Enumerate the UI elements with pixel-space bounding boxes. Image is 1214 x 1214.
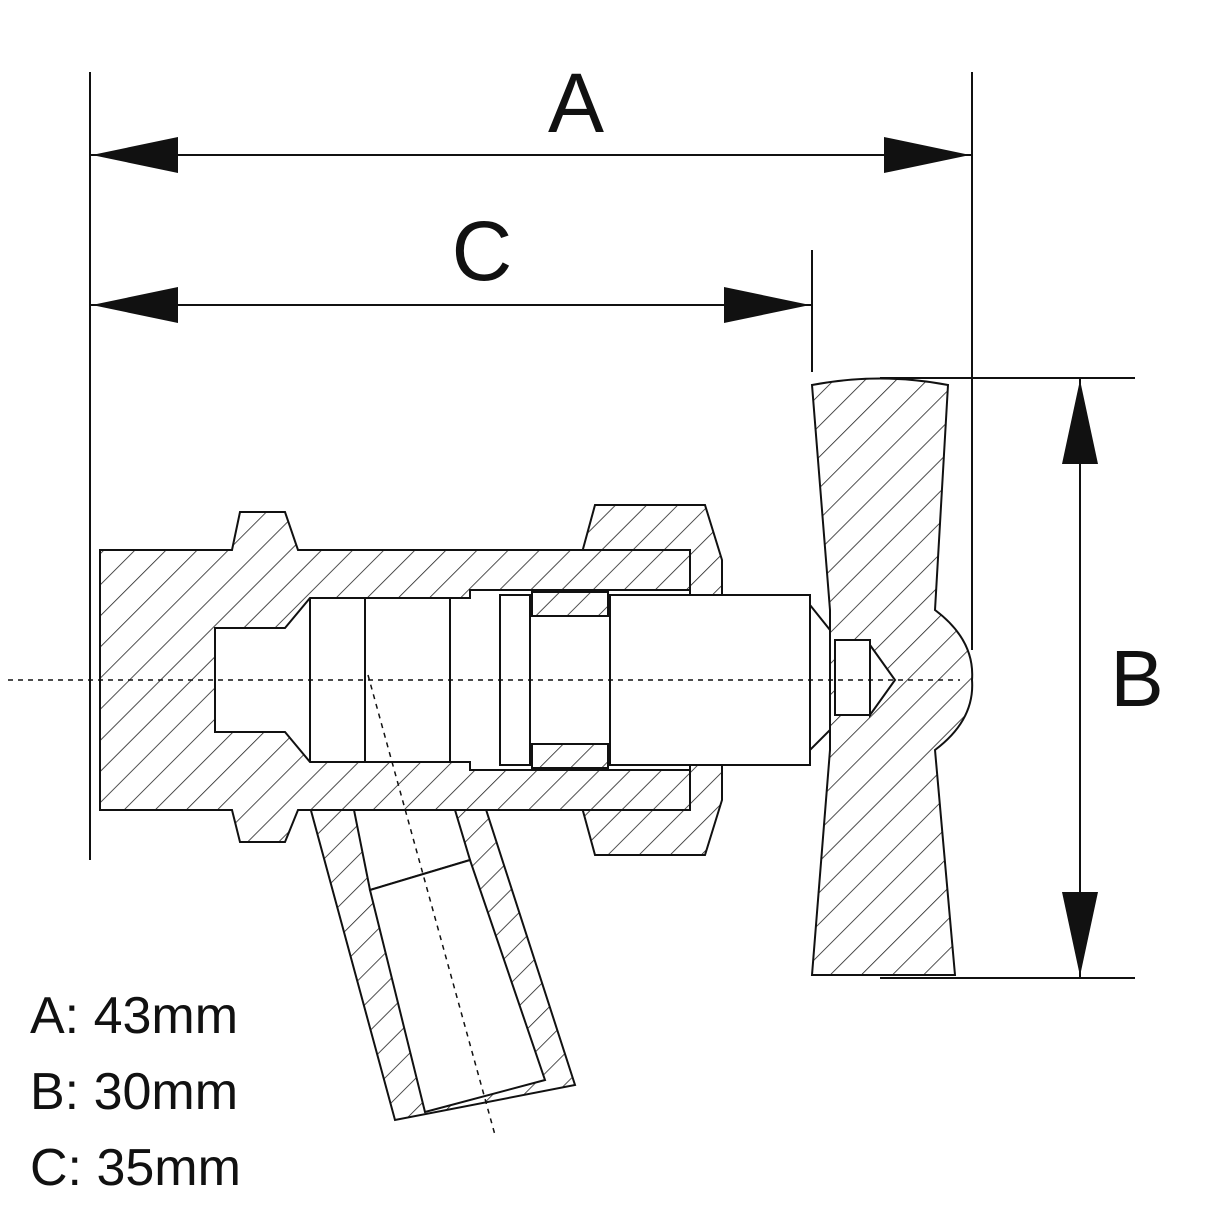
dimension-legend: A: 43mm B: 30mm C: 35mm — [30, 978, 241, 1206]
centerlines — [8, 674, 960, 1136]
dimension-b: B — [1062, 378, 1164, 978]
dimension-c: C — [90, 204, 812, 323]
o-ring-top — [531, 591, 609, 617]
legend-item-a: A: 43mm — [30, 987, 239, 1045]
stem — [499, 594, 811, 766]
dimension-a: A — [90, 56, 972, 173]
dimension-c-label: C — [452, 204, 513, 298]
handle-screw — [834, 639, 871, 716]
o-ring-bottom — [531, 743, 609, 769]
legend-item-b: B: 30mm — [30, 1063, 239, 1121]
legend-item-c: C: 35mm — [30, 1139, 241, 1197]
dimension-b-label: B — [1110, 634, 1163, 723]
dimension-a-label: A — [548, 56, 604, 150]
extension-lines — [89, 72, 1135, 979]
